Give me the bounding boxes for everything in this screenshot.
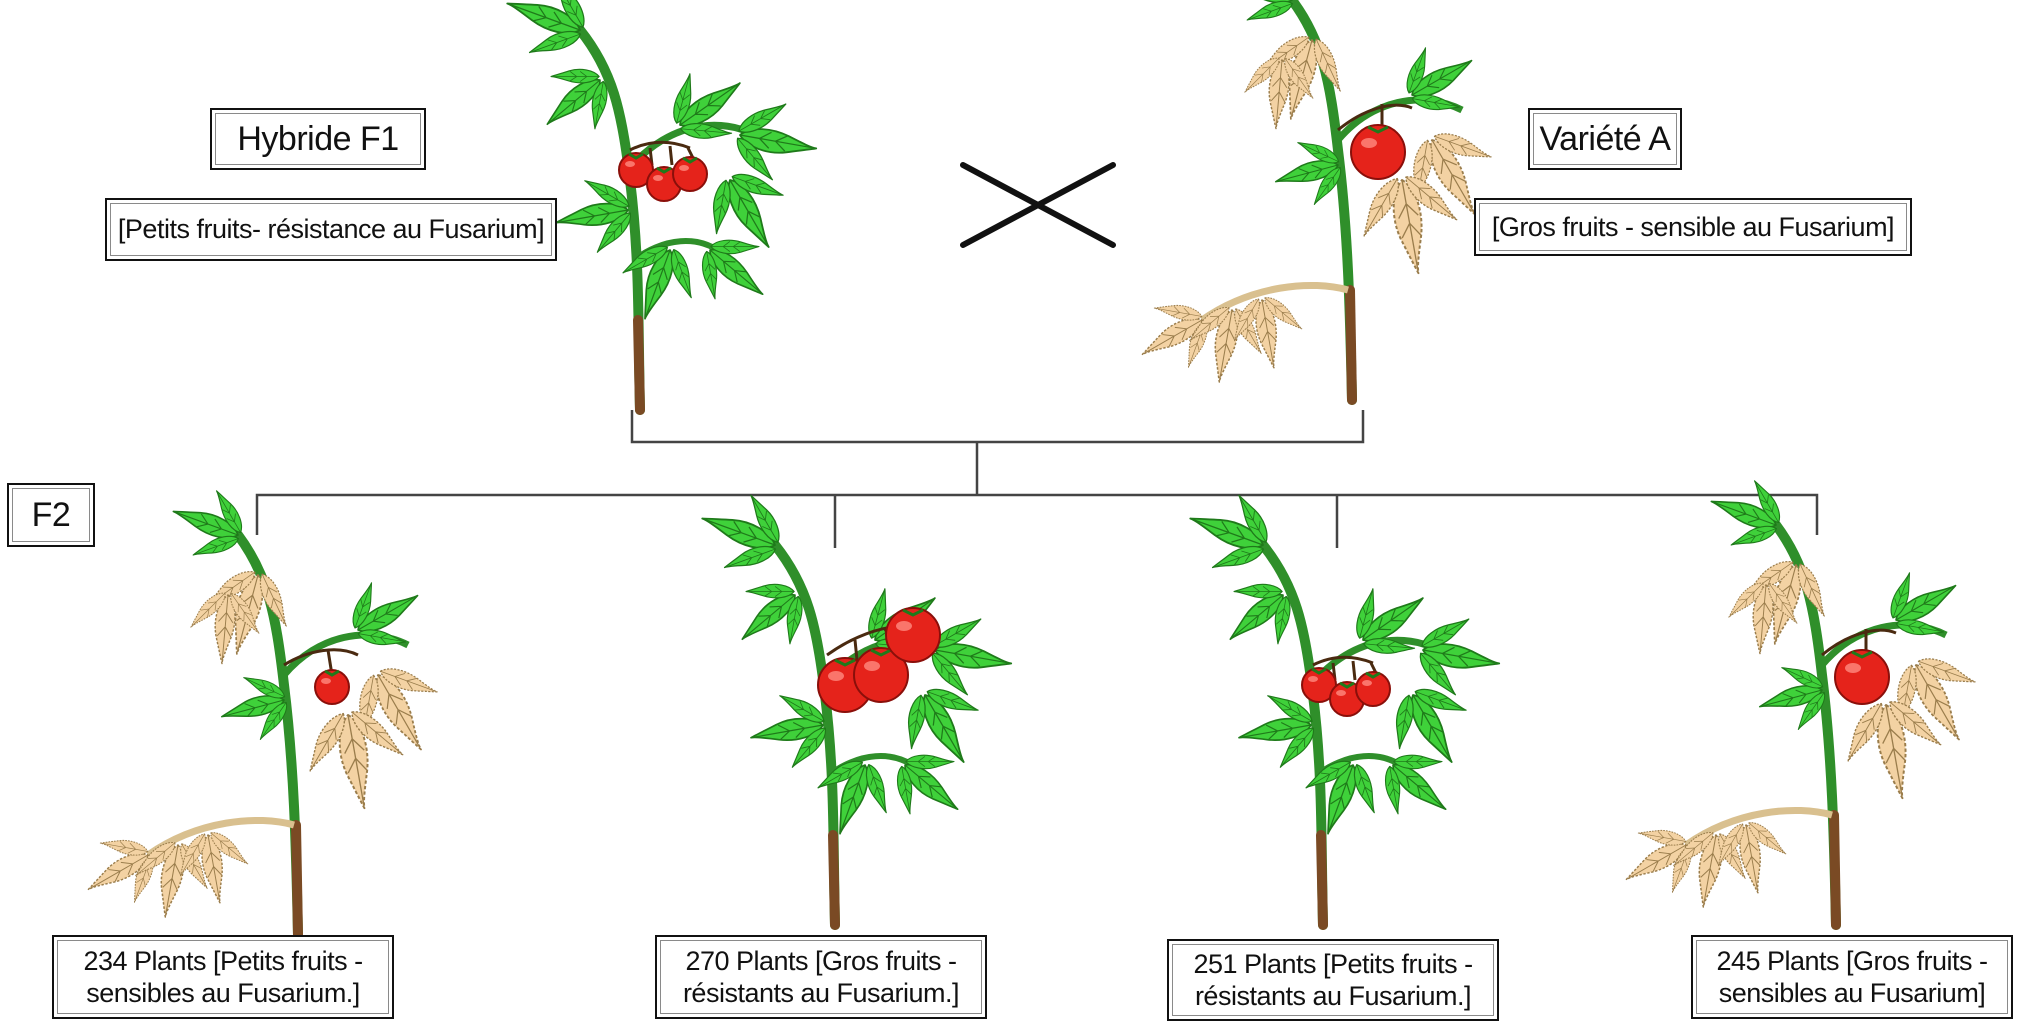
cross-symbol-icon <box>963 165 1113 245</box>
f2-plant-4-icon <box>1607 464 2002 925</box>
parent-hybrid-name: Hybride F1 <box>210 108 426 170</box>
pedigree-lines <box>257 410 1817 548</box>
generation-label: F2 <box>7 483 95 547</box>
f2-result-3-trait: résistants au Fusarium.] <box>1195 980 1471 1012</box>
parent-variety-name: Variété A <box>1528 108 1682 170</box>
parent-hybrid-traits: [Petits fruits- résistance au Fusarium] <box>105 198 557 261</box>
f2-result-2: 270 Plants [Gros fruits - résistants au … <box>655 935 987 1019</box>
f2-result-1: 234 Plants [Petits fruits - sensibles au… <box>52 935 394 1019</box>
parent-variety-traits: [Gros fruits - sensible au Fusarium] <box>1474 198 1912 256</box>
f2-result-3: 251 Plants [Petits fruits - résistants a… <box>1167 939 1499 1021</box>
parent-variety-plant-icon <box>1123 0 1518 400</box>
f2-result-2-count: 270 Plants [Gros fruits - <box>685 945 956 977</box>
f2-result-2-trait: résistants au Fusarium.] <box>683 977 959 1009</box>
f2-result-4-trait: sensibles au Fusarium] <box>1719 977 1986 1009</box>
f2-plant-3-icon <box>1175 477 1507 925</box>
f2-result-4: 245 Plants [Gros fruits - sensibles au F… <box>1691 935 2013 1019</box>
f2-plant-1-icon <box>69 474 464 935</box>
f2-result-3-count: 251 Plants [Petits fruits - <box>1193 948 1472 980</box>
f2-result-4-count: 245 Plants [Gros fruits - <box>1716 945 1987 977</box>
f2-result-1-count: 234 Plants [Petits fruits - <box>83 945 362 977</box>
f2-result-1-trait: sensibles au Fusarium.] <box>86 977 360 1009</box>
f2-plant-2-icon <box>687 477 1019 925</box>
